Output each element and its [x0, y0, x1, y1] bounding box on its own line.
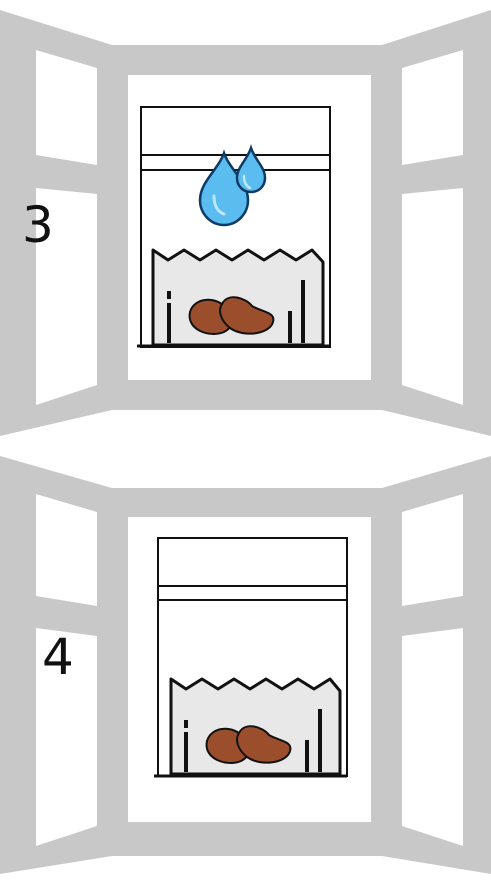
zip-bag [154, 538, 347, 776]
step-number: 4 [42, 632, 74, 682]
window-frame-graphic [0, 0, 491, 446]
right-pane-bottom [402, 628, 463, 846]
zip-bag [137, 107, 330, 347]
right-pane-bottom [402, 188, 463, 405]
left-pane-top [36, 50, 97, 165]
right-pane-top [402, 50, 463, 165]
step-panel-3: 3 [0, 0, 491, 446]
step-panel-4: 4 [0, 446, 491, 883]
left-pane-top [36, 494, 97, 606]
right-pane-top [402, 494, 463, 606]
step-number: 3 [22, 200, 54, 250]
